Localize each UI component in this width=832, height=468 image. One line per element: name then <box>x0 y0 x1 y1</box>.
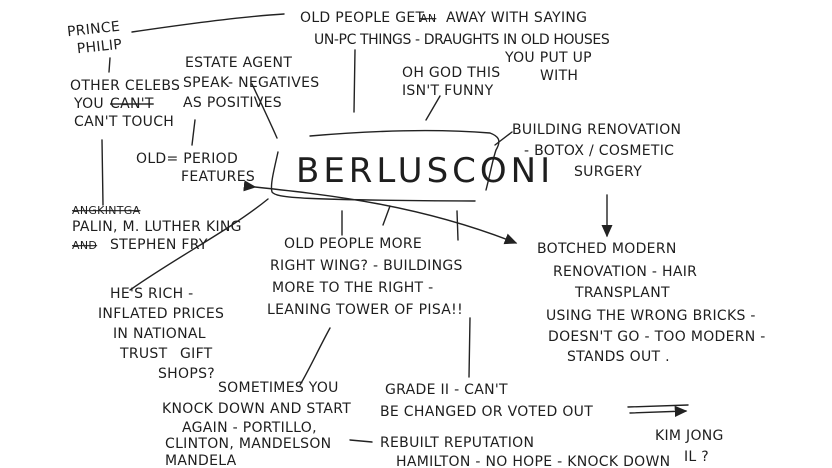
node-text: UN-PC THINGS - DRAUGHTS IN OLD HOUSES <box>314 32 610 48</box>
line-philip-oldpeople <box>131 13 285 33</box>
node-text: INFLATED PRICES <box>98 306 224 322</box>
node-text: TRUST <box>119 346 168 362</box>
node-text: OH GOD THIS <box>402 65 501 81</box>
node-text: BOTCHED MODERN <box>537 241 677 257</box>
node-text: GRADE II - CAN'T <box>385 382 508 398</box>
node-text: SHOPS? <box>158 366 215 382</box>
node-text: KNOCK DOWN AND START <box>162 401 351 417</box>
line-celebs-palin <box>101 139 104 206</box>
node-text: AGAIN - PORTILLO, <box>182 420 317 436</box>
node-text: MORE TO THE RIGHT - <box>272 280 434 296</box>
node-old-period: OLD= PERIOD FEATURES <box>136 151 255 185</box>
node-text: ISN'T FUNNY <box>402 83 494 99</box>
node-text: BUILDING RENOVATION <box>512 122 681 138</box>
line-center-rightwing-2 <box>382 205 391 226</box>
node-text: SPEAK- NEGATIVES <box>183 75 319 91</box>
node-palin: ANGKINTGA PALIN, M. LUTHER KING AND STEP… <box>72 204 242 253</box>
node-text: CAN'T TOUCH <box>74 114 174 130</box>
center-topic: BERLUSCONI <box>296 151 554 191</box>
node-text: YOU <box>73 96 104 112</box>
struck-text: ANGKINTGA <box>72 204 141 217</box>
node-text: OLD PEOPLE MORE <box>284 236 422 252</box>
node-text: OLD PEOPLE GET <box>300 10 424 26</box>
node-text: SOMETIMES YOU <box>218 380 339 396</box>
line-center-down-3 <box>456 210 459 241</box>
node-text: AWAY WITH SAYING <box>446 10 587 26</box>
node-prince-philip: PRINCE PHILIP <box>66 19 123 58</box>
node-text: REBUILT REPUTATION <box>380 435 534 451</box>
node-text: RIGHT WING? - BUILDINGS <box>270 258 463 274</box>
node-text: PALIN, M. LUTHER KING <box>72 219 242 235</box>
node-text: STANDS OUT . <box>567 349 670 365</box>
node-text: LEANING TOWER OF PISA!! <box>267 302 463 318</box>
node-botched: BOTCHED MODERN RENOVATION - HAIR TRANSPL… <box>537 241 766 365</box>
node-text: MANDELA <box>165 453 237 468</box>
node-text: CLINTON, MANDELSON <box>165 436 331 452</box>
node-other-celebs: OTHER CELEBS YOU CAN'T CAN'T TOUCH <box>70 78 180 130</box>
node-oh-god: OH GOD THIS ISN'T FUNNY <box>402 65 501 99</box>
line-center-rich <box>129 198 269 291</box>
line-estate-center <box>251 83 278 139</box>
arrow-votedout-kim <box>627 405 688 413</box>
node-text: PHILIP <box>76 37 123 58</box>
line-ohgod-center <box>425 95 441 121</box>
node-old-people-get-away: OLD PEOPLE GET AN AWAY WITH SAYING UN-PC… <box>300 10 610 84</box>
node-text: GIFT <box>180 346 213 362</box>
struck-text: AND <box>72 239 97 252</box>
node-rich: HE'S RICH - INFLATED PRICES IN NATIONAL … <box>98 286 224 382</box>
line-estate-period <box>191 119 196 146</box>
struck-text: AN <box>420 12 436 25</box>
node-estate-agent: ESTATE AGENT SPEAK- NEGATIVES AS POSITIV… <box>183 55 319 111</box>
node-knock-down: SOMETIMES YOU KNOCK DOWN AND START AGAIN… <box>162 380 351 468</box>
connectors <box>101 13 688 443</box>
node-text: KIM JONG <box>655 428 724 444</box>
node-text: HE'S RICH - <box>110 286 194 302</box>
node-text: IL ? <box>684 449 709 465</box>
node-grade-ii: GRADE II - CAN'T BE CHANGED OR VOTED OUT <box>380 382 593 420</box>
node-text: TRANSPLANT <box>574 285 670 301</box>
center-box-top <box>309 129 500 191</box>
node-kim: KIM JONG IL ? <box>655 428 724 465</box>
node-text: YOU PUT UP <box>504 50 592 66</box>
node-right-wing: OLD PEOPLE MORE RIGHT WING? - BUILDINGS … <box>267 236 463 318</box>
node-text: OLD= PERIOD <box>136 151 238 167</box>
node-text: SURGERY <box>574 164 642 180</box>
node-text: DOESN'T GO - TOO MODERN - <box>548 329 766 345</box>
node-text: - BOTOX / COSMETIC <box>524 143 674 159</box>
node-text: IN NATIONAL <box>113 326 206 342</box>
node-text: AS POSITIVES <box>183 95 282 111</box>
line-philip-celebs <box>108 57 111 73</box>
node-text: PRINCE <box>66 19 121 40</box>
node-text: USING THE WRONG BRICKS - <box>546 308 756 324</box>
node-text: FEATURES <box>181 169 255 185</box>
line-pisa-knockdown <box>299 327 331 386</box>
node-text: WITH <box>540 68 578 84</box>
node-text: BE CHANGED OR VOTED OUT <box>380 404 593 420</box>
node-text: STEPHEN FRY <box>110 237 208 253</box>
line-pisa-grade <box>468 317 471 378</box>
node-rebuilt: REBUILT REPUTATION HAMILTON - NO HOPE - … <box>380 435 670 468</box>
node-text: ESTATE AGENT <box>185 55 292 71</box>
line-oldpeople-center <box>353 49 356 113</box>
node-text: OTHER CELEBS <box>70 78 180 94</box>
node-building-renovation: BUILDING RENOVATION - BOTOX / COSMETIC S… <box>512 122 681 180</box>
node-text: HAMILTON - NO HOPE - KNOCK DOWN <box>396 454 670 468</box>
arrow-period-botched <box>243 180 518 245</box>
line-mandelson-rebuilt <box>349 439 373 443</box>
struck-text: CAN'T <box>110 96 154 112</box>
line-center-renovation <box>494 131 513 146</box>
node-text: RENOVATION - HAIR <box>553 264 697 280</box>
